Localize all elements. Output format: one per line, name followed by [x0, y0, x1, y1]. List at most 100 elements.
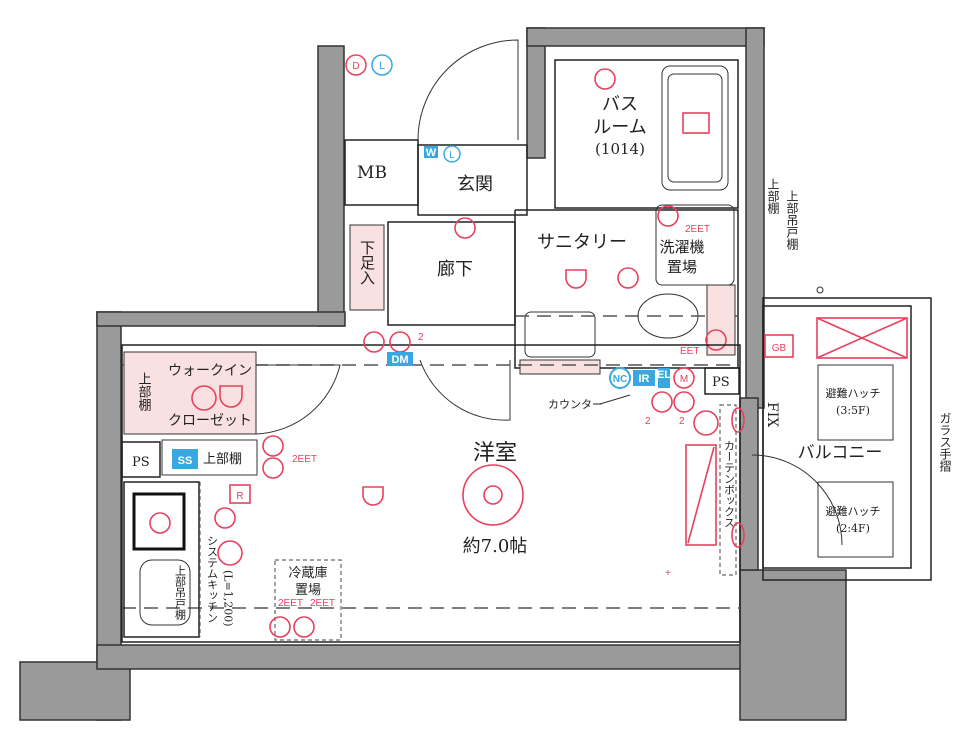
upper-shelf-area	[161, 439, 258, 476]
shoe-storage	[349, 224, 385, 311]
fix-window-label: FIX	[764, 402, 780, 427]
outlet-icon	[269, 616, 291, 638]
outlet-count: 2	[679, 416, 685, 427]
light-icon	[362, 486, 384, 506]
balcony-door[interactable]	[751, 454, 843, 546]
gb-symbol	[764, 334, 794, 358]
tv-outlet-icon: +	[665, 568, 671, 579]
dm-label: DM	[391, 354, 408, 366]
upper-shelf-label: 上部棚	[766, 178, 780, 215]
bathtub-inner	[667, 73, 723, 183]
outlet-label: 2EET	[310, 598, 335, 609]
closet-label-2: クローゼット	[168, 413, 252, 429]
d-label: D	[352, 61, 359, 72]
hatch-lower-floors: (2:4F)	[836, 522, 870, 535]
outlet-label: 2EET	[292, 454, 317, 465]
balcony	[762, 297, 932, 581]
wash-basin	[524, 311, 596, 358]
bath-room	[554, 59, 739, 209]
heater-outlet-icon	[693, 410, 719, 436]
walk-in-closet	[123, 351, 257, 435]
light-icon	[454, 217, 476, 239]
range-hood-label: R	[236, 491, 243, 502]
outlet-icon	[262, 457, 284, 479]
d-symbol	[345, 54, 367, 76]
shoe-storage-label: 下足入	[358, 240, 376, 285]
washer-label-2: 置場	[667, 258, 697, 276]
outlet-icon	[657, 205, 679, 227]
sanitary-label: サニタリー	[537, 232, 627, 253]
outlet-icon	[673, 391, 695, 413]
nc-label: NC	[613, 374, 627, 385]
light-icon	[214, 507, 236, 529]
m-label: M	[680, 374, 688, 385]
curtain-box-label: カーテンボックス	[723, 440, 736, 528]
air-conditioner-diagonal	[687, 446, 715, 544]
outlet-label: 2EET	[278, 598, 303, 609]
kitchen-upper-cabinet-label: 上部吊戸棚	[174, 565, 187, 621]
air-conditioner	[685, 444, 717, 546]
western-room	[121, 344, 741, 643]
bathtub	[661, 65, 729, 191]
ceiling-light-center-icon	[483, 485, 503, 505]
mb-label: MB	[357, 163, 387, 183]
counter-label: カウンター	[548, 398, 603, 411]
front-door[interactable]	[417, 39, 519, 141]
stove	[132, 492, 186, 551]
bath-heater-icon	[682, 112, 710, 134]
nc-symbol	[609, 367, 631, 389]
fridge-label: 冷蔵庫	[288, 566, 327, 581]
m-symbol	[673, 367, 695, 389]
kitchen-length-label: (L=1,200)	[222, 570, 235, 627]
switch-icon	[731, 522, 745, 548]
outdoor-unit	[816, 317, 908, 359]
ps-right-label: PS	[712, 375, 730, 390]
ps-left	[121, 441, 161, 478]
outlet-label: EET	[680, 346, 699, 357]
western-room-size: 約7.0帖	[463, 536, 528, 557]
leader-line	[599, 394, 631, 405]
l-symbol	[443, 145, 461, 163]
outlet-icon	[262, 435, 284, 457]
outlet-icon	[389, 331, 411, 353]
outlet-label: 2EET	[685, 224, 710, 235]
light-icon	[219, 385, 243, 408]
gb-label: GB	[772, 343, 787, 354]
light-icon	[617, 267, 639, 289]
evacuation-hatch-upper[interactable]	[817, 364, 894, 441]
entrance-label: 玄関	[457, 174, 493, 195]
el-label: EL	[657, 369, 671, 381]
room-door[interactable]	[419, 359, 511, 421]
counter	[519, 359, 601, 375]
closet-door[interactable]	[255, 364, 341, 435]
ss-symbol	[172, 449, 198, 469]
drain-icon	[816, 286, 824, 294]
outlet-count: 2	[418, 332, 424, 343]
outlet-icon	[651, 391, 673, 413]
closet-label: ウォークイン	[168, 363, 252, 379]
closet-upper-shelf-label: 上部棚	[136, 372, 152, 411]
fridge-label-2: 置場	[295, 583, 321, 598]
evacuation-hatch-lower[interactable]	[817, 481, 894, 558]
bath-size: (1014)	[595, 140, 645, 158]
hatch-upper-label: 避難ハッチ	[826, 386, 881, 400]
dm-symbol	[387, 352, 413, 366]
ps-left-label: PS	[132, 455, 150, 470]
walls	[19, 27, 847, 721]
upper-cabinet	[706, 284, 736, 356]
range-hood-symbol	[229, 484, 251, 504]
light-icon	[217, 540, 243, 566]
light-icon	[565, 269, 587, 289]
l-label: L	[379, 60, 385, 72]
balcony-inner	[762, 305, 912, 569]
balcony-label: バルコニー	[798, 443, 883, 463]
ps-right	[704, 367, 740, 395]
outlet-count: 2	[645, 416, 651, 427]
outlet-icon	[705, 329, 727, 351]
el-symbol	[658, 368, 670, 388]
ih-burner-icon	[149, 512, 171, 534]
western-room-label: 洋室	[473, 441, 517, 466]
ceiling-light-icon	[594, 68, 616, 90]
washer-label: 洗濯機	[659, 238, 704, 256]
